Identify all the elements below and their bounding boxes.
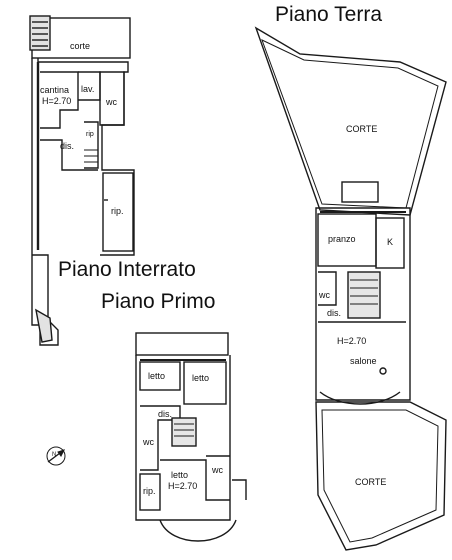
title-piano-terra: Piano Terra [275, 3, 383, 26]
ground-label-k: K [387, 237, 394, 247]
first-label-letto-2: letto [192, 373, 210, 383]
first-label-rip: rip. [143, 486, 156, 496]
basement-label-rip: rip. [111, 206, 124, 216]
first-label-dis: dis. [158, 409, 173, 419]
basement-label-lav: lav. [81, 84, 95, 94]
ground-label-pranzo: pranzo [328, 234, 356, 244]
ground-corte-top-outline [254, 26, 447, 216]
ground-column [379, 367, 387, 375]
basement-label-wc: wc [106, 97, 117, 107]
ground-label-dis: dis. [327, 308, 342, 318]
ground-label-corte-bottom: CORTE [355, 477, 387, 487]
basement-label-corte: corte [70, 41, 91, 51]
ground-stair [347, 271, 381, 319]
first-floor-plan [135, 332, 247, 542]
title-piano-interrato: Piano Interrato [58, 258, 196, 281]
ground-label-corte-top: CORTE [346, 124, 378, 134]
ground-label-salone: salone [350, 356, 377, 366]
first-label-letto-3: letto [171, 470, 189, 480]
first-stair [171, 417, 197, 447]
first-rip [139, 473, 161, 511]
first-label-wc-1: wc [143, 437, 154, 447]
first-bay-window [159, 519, 237, 542]
ground-house-outline [315, 207, 411, 401]
compass-label: N [52, 452, 57, 458]
basement-label-cantina-height: H=2.70 [42, 96, 72, 106]
first-letto-1 [139, 361, 181, 391]
basement-label-cantina: cantina [40, 85, 70, 95]
ground-label-salone-height: H=2.70 [337, 336, 367, 346]
north-arrow-icon [46, 446, 66, 466]
first-balcony [135, 332, 229, 356]
basement-label-dis: dis. [60, 141, 75, 151]
ground-corte-bottom-outline [315, 401, 447, 551]
ground-label-wc: wc [319, 290, 330, 300]
basement-label-rip-small: rip [86, 131, 94, 138]
title-piano-primo: Piano Primo [101, 290, 216, 313]
basement-plan [29, 15, 135, 346]
first-label-wc-2: wc [212, 465, 223, 475]
ground-entrance-block [341, 181, 379, 203]
first-house-outline [135, 355, 231, 521]
basement-stair-top [29, 15, 51, 51]
kitchen-room [375, 217, 405, 269]
basement-outer-wall-left [31, 58, 59, 346]
first-letto-2 [183, 361, 227, 405]
ground-plan [254, 26, 447, 551]
first-label-letto-1: letto [148, 371, 166, 381]
first-label-letto-3-height: H=2.70 [168, 481, 198, 491]
basement-rip-room [102, 172, 134, 252]
